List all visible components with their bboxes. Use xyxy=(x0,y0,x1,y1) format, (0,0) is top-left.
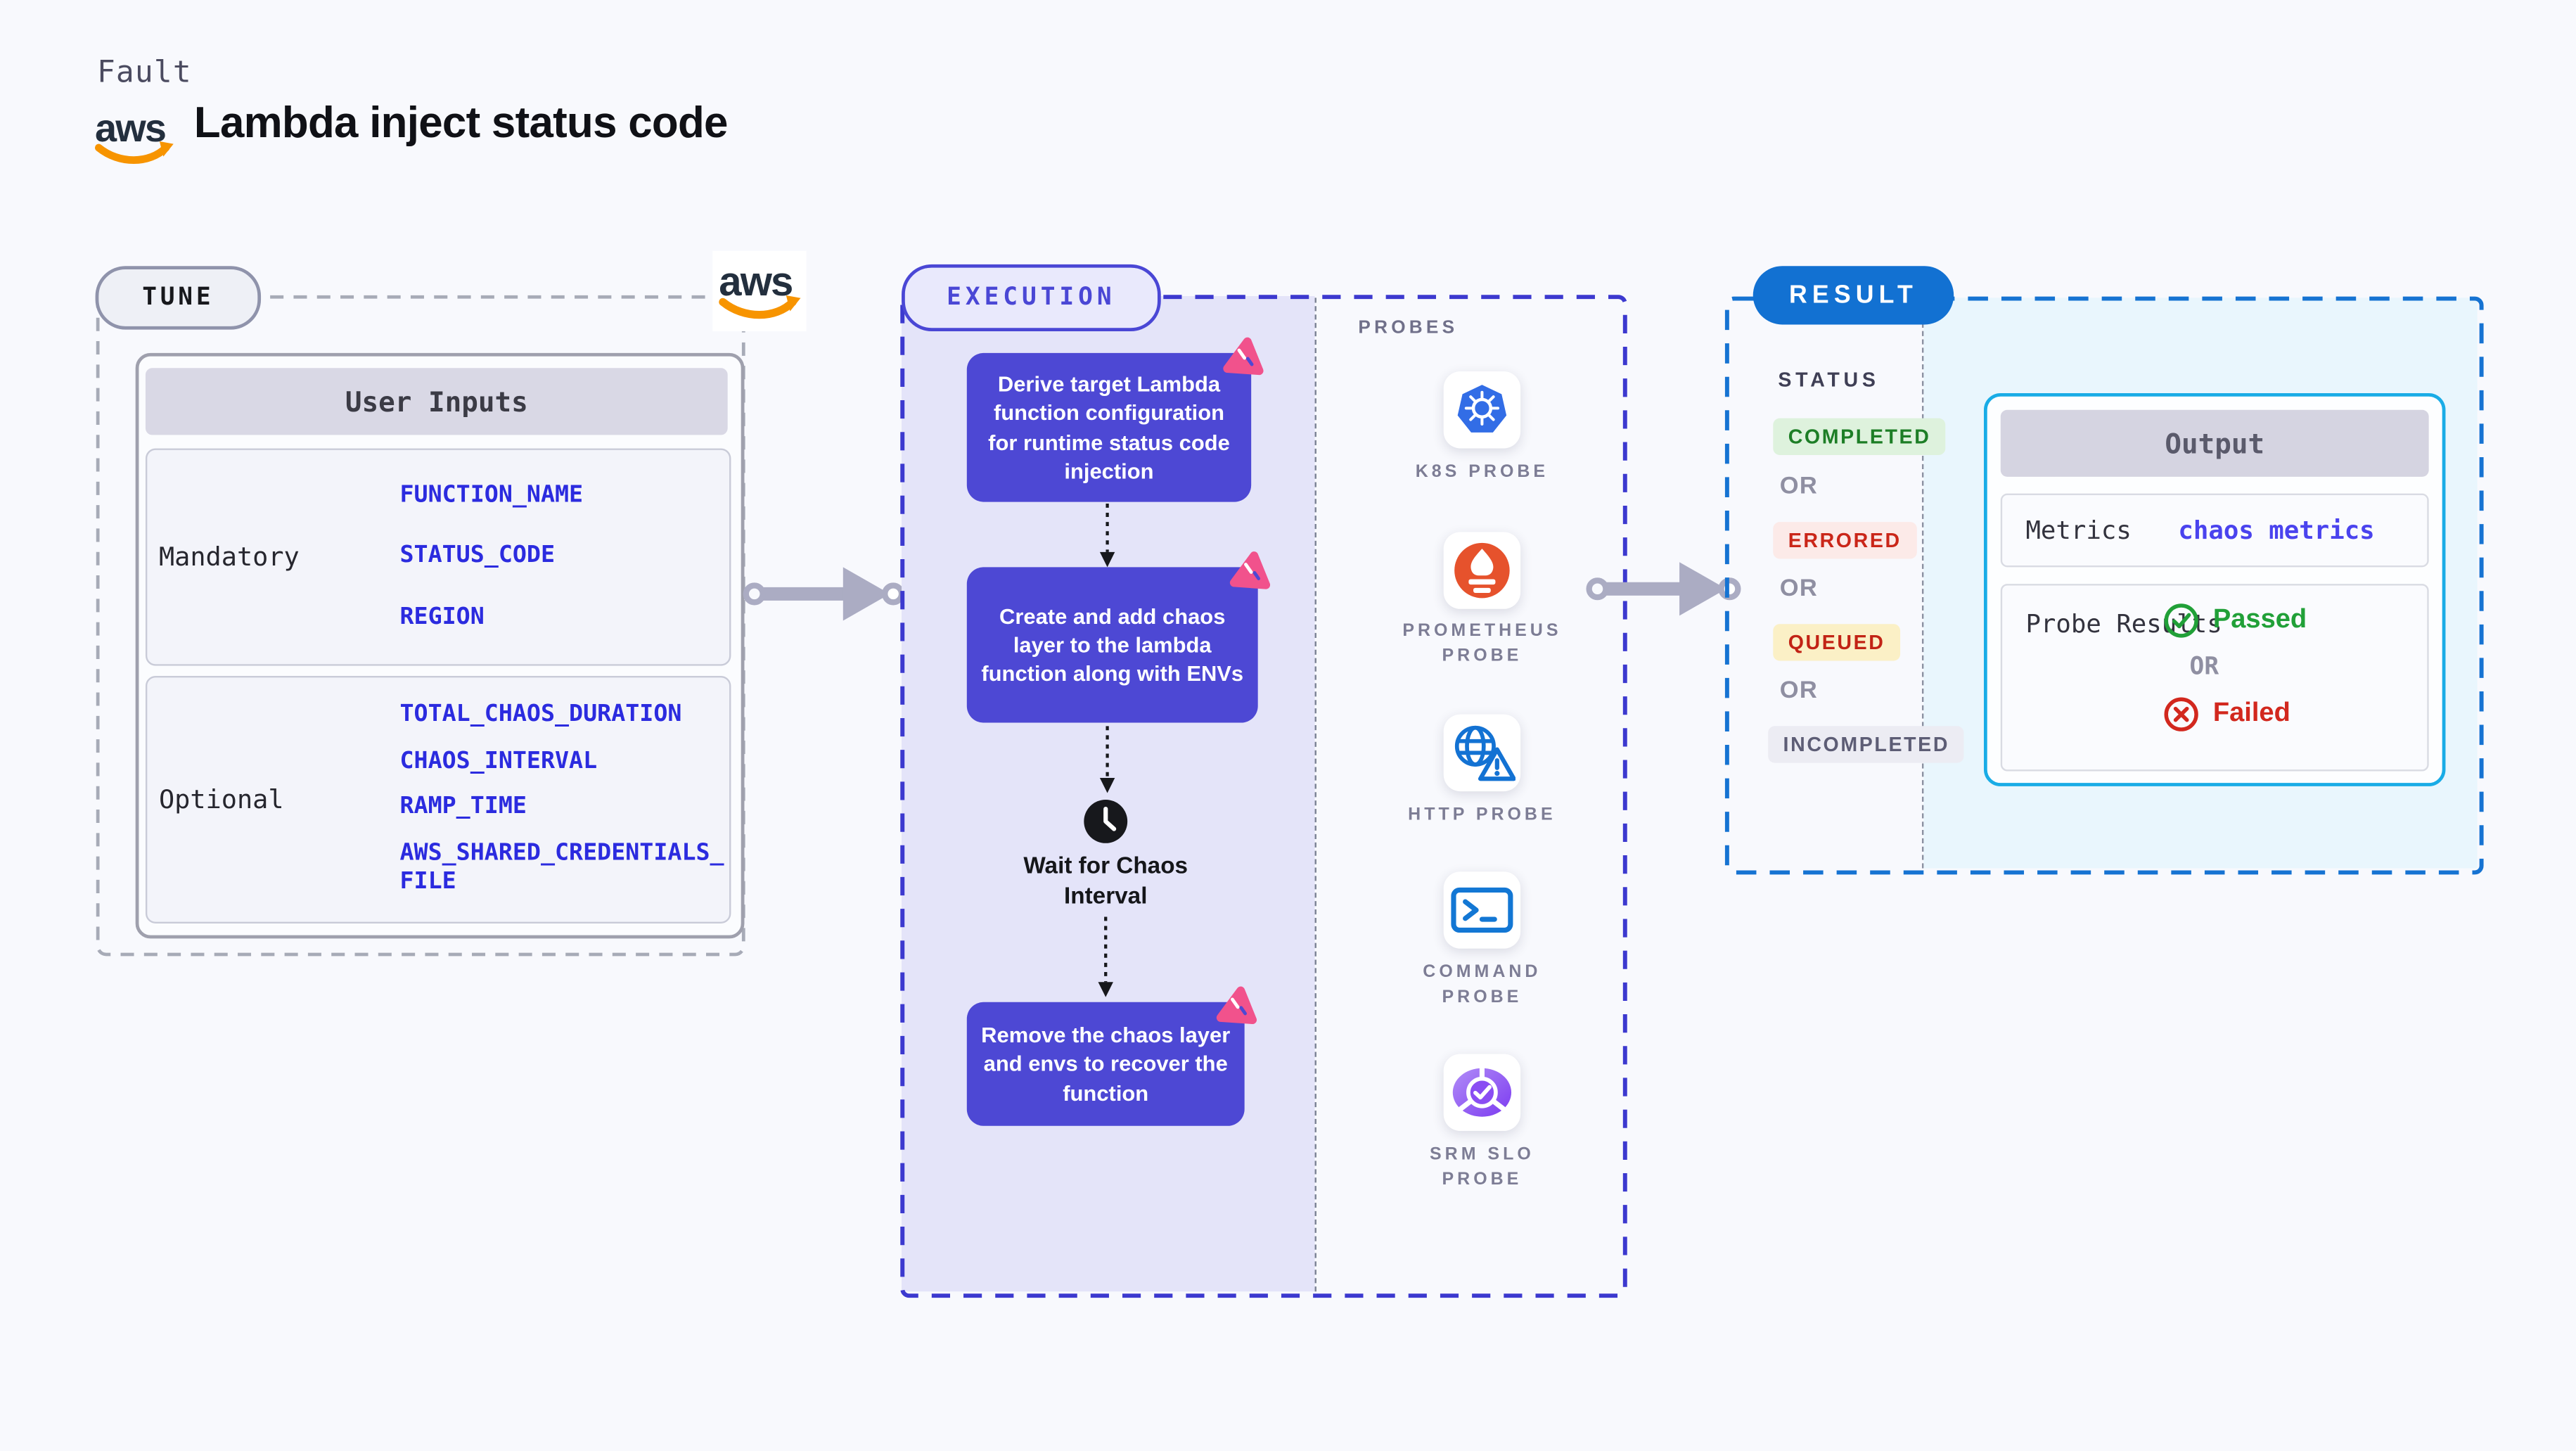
wait-for-chaos-interval-label: Wait for Chaos Interval xyxy=(1023,851,1188,908)
connector-arrow xyxy=(1099,726,1115,793)
metrics-label: Metrics xyxy=(2025,515,2132,546)
failed-x-icon xyxy=(2164,697,2198,731)
mandatory-values: FUNCTION_NAME STATUS_CODE REGION xyxy=(399,450,729,664)
probe-label: SRM SLO PROBE xyxy=(1430,1144,1534,1190)
or-separator: OR xyxy=(1779,473,1818,501)
passed-line: Passed xyxy=(2162,602,2307,639)
failed-label: Failed xyxy=(2212,699,2290,728)
prometheus-probe-icon xyxy=(1454,542,1510,599)
chaos-spark-icon xyxy=(1223,337,1264,376)
status-output-divider xyxy=(1921,298,1924,869)
probe-results-row: Probe Results Passed OR Failed xyxy=(2000,584,2429,772)
or-separator: OR xyxy=(1779,677,1818,705)
svg-text:aws: aws xyxy=(719,259,792,305)
env-var: CHAOS_INTERVAL xyxy=(399,747,598,774)
step-text: Remove the chaos layer and envs to recov… xyxy=(981,1022,1231,1106)
status-badge-queued: QUEUED xyxy=(1773,624,1900,661)
k8s-probe-icon xyxy=(1457,385,1507,433)
status-badge-incompleted: INCOMPLETED xyxy=(1768,726,1965,763)
flow-arrow-tune-to-execution xyxy=(743,567,905,621)
mandatory-label: Mandatory xyxy=(158,542,300,573)
mandatory-inputs-row: Mandatory FUNCTION_NAME STATUS_CODE REGI… xyxy=(145,448,731,666)
step-derive-config: Derive target Lambda function configurat… xyxy=(966,337,1264,502)
or-separator: OR xyxy=(1779,575,1818,603)
probe-card-http xyxy=(1443,714,1521,792)
probe-card-command xyxy=(1443,871,1521,949)
step-text: Derive target Lambda function configurat… xyxy=(988,371,1230,483)
fault-kicker: Fault xyxy=(96,55,192,91)
http-probe-icon xyxy=(1454,725,1516,781)
probe-label: PROMETHEUS PROBE xyxy=(1402,620,1562,667)
status-badge-completed: COMPLETED xyxy=(1773,418,1946,455)
step-text: Create and add chaos layer to the lambda… xyxy=(981,603,1244,686)
passed-check-icon xyxy=(2164,603,2198,638)
optional-label: Optional xyxy=(158,784,284,815)
aws-logo: aws xyxy=(94,101,177,177)
execution-dashed-box xyxy=(900,295,1627,1298)
probe-card-k8s xyxy=(1443,371,1521,449)
connector-arrow xyxy=(1098,916,1113,997)
env-var: FUNCTION_NAME xyxy=(399,481,584,509)
probe-label: COMMAND PROBE xyxy=(1423,961,1542,1008)
env-var: REGION xyxy=(399,603,485,631)
probe-results-values: Passed OR Failed xyxy=(2162,602,2307,733)
env-var: RAMP_TIME xyxy=(399,793,527,821)
env-var: AWS_SHARED_CREDENTIALS_FILE xyxy=(399,839,724,896)
status-heading: STATUS xyxy=(1778,368,1880,392)
flow-arrow-execution-to-result xyxy=(1586,562,1741,616)
env-var: TOTAL_CHAOS_DURATION xyxy=(399,701,682,728)
page-title: Lambda inject status code xyxy=(193,96,729,148)
command-probe-icon xyxy=(1451,887,1513,933)
status-badge-errored: ERRORED xyxy=(1773,522,1917,559)
execution-section-label: EXECUTION xyxy=(902,264,1161,331)
failed-line: Failed xyxy=(2162,696,2307,732)
step-add-chaos-layer: Create and add chaos layer to the lambda… xyxy=(966,551,1271,723)
probes-heading: PROBES xyxy=(1358,317,1459,338)
execution-probes-divider xyxy=(1314,298,1316,1292)
optional-inputs-row: Optional TOTAL_CHAOS_DURATION CHAOS_INTE… xyxy=(145,675,731,923)
connector-arrow xyxy=(1099,503,1115,568)
clock-icon xyxy=(1082,798,1129,845)
optional-values: TOTAL_CHAOS_DURATION CHAOS_INTERVAL RAMP… xyxy=(399,677,729,921)
probe-label: K8S PROBE xyxy=(1415,461,1549,482)
probe-card-srm-slo xyxy=(1443,1054,1521,1131)
env-var: STATUS_CODE xyxy=(399,542,556,570)
chaos-spark-icon xyxy=(1229,551,1271,589)
step-remove-chaos-layer: Remove the chaos layer and envs to recov… xyxy=(966,986,1257,1126)
passed-label: Passed xyxy=(2212,606,2307,634)
output-header: Output xyxy=(2000,409,2429,477)
metrics-row: Metrics chaos metrics xyxy=(2000,493,2429,568)
tune-section-label: TUNE xyxy=(95,266,262,330)
tune-aws-logo: aws xyxy=(717,256,805,330)
chaos-spark-icon xyxy=(1216,986,1257,1025)
probe-card-prometheus xyxy=(1443,532,1521,609)
user-inputs-header: User Inputs xyxy=(145,368,728,435)
svg-text:aws: aws xyxy=(95,106,165,150)
or-separator: OR xyxy=(2189,654,2219,682)
probe-label: HTTP PROBE xyxy=(1408,805,1556,825)
chaos-metrics-link: chaos metrics xyxy=(2178,515,2375,546)
result-dashed-box xyxy=(1724,296,2484,875)
srm-slo-probe-icon xyxy=(1452,1067,1512,1117)
result-section-label: RESULT xyxy=(1752,266,1954,325)
